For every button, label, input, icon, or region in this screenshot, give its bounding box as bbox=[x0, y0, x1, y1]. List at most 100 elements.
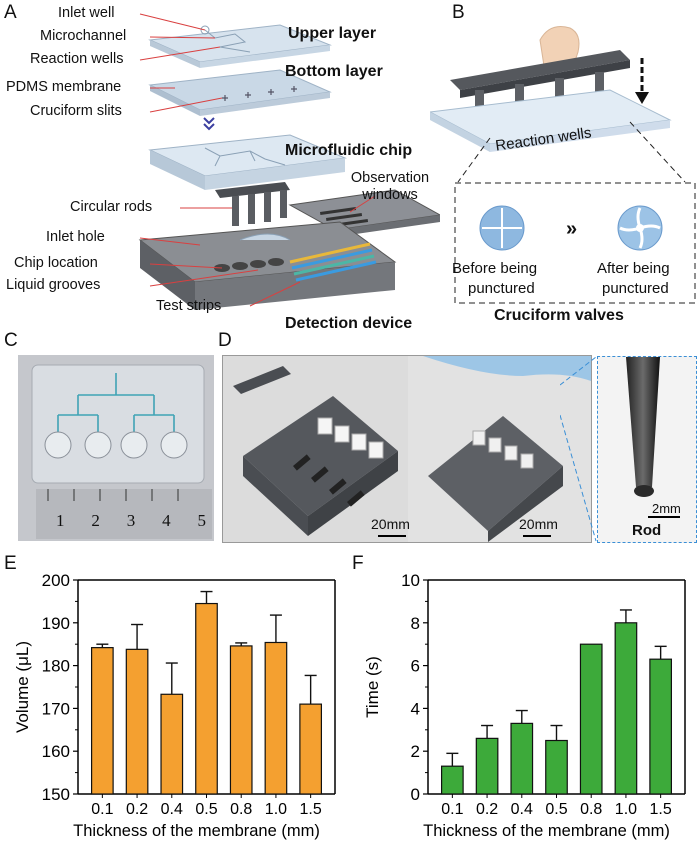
label-observation-windows: Observation windows bbox=[350, 170, 430, 203]
valve-after-icon bbox=[617, 205, 663, 251]
down-chevron-icon bbox=[203, 117, 215, 131]
x-axis-label: Thickness of the membrane (mm) bbox=[423, 822, 670, 840]
panel-d-label: D bbox=[218, 330, 232, 351]
bar bbox=[475, 737, 499, 795]
zoom-connector bbox=[560, 356, 597, 542]
bar bbox=[90, 647, 114, 795]
rod-photo-graphic bbox=[598, 357, 696, 542]
bar bbox=[649, 658, 673, 795]
x-tick-label: 0.4 bbox=[511, 801, 533, 818]
bar bbox=[545, 739, 568, 795]
bottom-layer-plate bbox=[148, 69, 332, 116]
ruler-number: 2 bbox=[91, 511, 100, 530]
label-pdms-membrane: PDMS membrane bbox=[6, 79, 122, 95]
y-tick-label: 4 bbox=[411, 699, 420, 718]
x-tick-label: 1.5 bbox=[650, 801, 672, 818]
label-after-1: After being bbox=[597, 260, 670, 277]
panel-a-label: A bbox=[4, 2, 17, 23]
bar bbox=[195, 602, 218, 795]
device-photo: 20mm 20mm bbox=[222, 355, 592, 543]
chip-photo-graphic bbox=[18, 355, 214, 541]
panel-b-illustration bbox=[430, 26, 696, 304]
rod-photo: 2mm Rod bbox=[597, 356, 697, 543]
bar bbox=[510, 722, 534, 795]
y-tick-label: 200 bbox=[42, 571, 70, 590]
panel-e-label: E bbox=[4, 553, 17, 574]
x-tick-label: 0.8 bbox=[230, 801, 252, 818]
y-tick-label: 150 bbox=[42, 785, 70, 804]
label-circular-rods: Circular rods bbox=[70, 199, 153, 215]
label-inlet-well: Inlet well bbox=[58, 5, 115, 21]
label-detection-device: Detection device bbox=[285, 315, 413, 332]
y-tick-label: 170 bbox=[42, 699, 70, 718]
microfluidic-chip-graphic bbox=[148, 134, 347, 190]
bar bbox=[229, 645, 253, 795]
x-tick-label: 0.4 bbox=[161, 801, 183, 818]
label-chip-location: Chip location bbox=[14, 255, 98, 271]
scale-label-1: 20mm bbox=[371, 516, 410, 532]
x-tick-label: 0.2 bbox=[126, 801, 148, 818]
panel-b-label: B bbox=[452, 2, 465, 23]
label-bottom-layer: Bottom layer bbox=[285, 63, 383, 80]
bar bbox=[264, 641, 288, 795]
y-tick-label: 10 bbox=[401, 571, 420, 590]
y-axis-label: Volume (μL) bbox=[13, 641, 32, 733]
observation-lid-graphic bbox=[288, 189, 440, 237]
y-tick-label: 8 bbox=[411, 614, 420, 633]
ruler-numbers: 1 2 3 4 5 bbox=[56, 511, 206, 531]
label-reaction-wells: Reaction wells bbox=[30, 51, 124, 67]
ruler-number: 3 bbox=[126, 511, 136, 530]
arrow-symbol: » bbox=[566, 218, 578, 240]
label-cruciform-valves: Cruciform valves bbox=[494, 307, 624, 324]
label-before-1: Before being bbox=[452, 260, 538, 277]
panel-a-illustration bbox=[138, 13, 440, 310]
label-after-2: punctured bbox=[602, 280, 669, 297]
hand-icon bbox=[539, 26, 580, 67]
chip-photo: 1 2 3 4 5 bbox=[18, 355, 214, 541]
panel-c-label: C bbox=[4, 330, 18, 351]
label-before-2: punctured bbox=[468, 280, 535, 297]
ruler-number: 5 bbox=[197, 511, 207, 530]
label-microchannel: Microchannel bbox=[40, 28, 127, 44]
scale-label-2: 20mm bbox=[519, 516, 558, 532]
valve-before-icon bbox=[479, 205, 525, 251]
x-tick-label: 0.5 bbox=[545, 801, 567, 818]
ruler-number: 4 bbox=[162, 511, 171, 530]
bar bbox=[579, 643, 603, 795]
ruler-number: 1 bbox=[56, 511, 65, 530]
label-cruciform-slits: Cruciform slits bbox=[30, 103, 122, 119]
annotation-leaders bbox=[139, 13, 376, 307]
x-tick-label: 0.5 bbox=[195, 801, 217, 818]
y-tick-label: 6 bbox=[411, 657, 420, 676]
device-photo-graphic bbox=[223, 356, 591, 542]
x-tick-label: 0.1 bbox=[441, 801, 463, 818]
chip-graphic bbox=[430, 89, 672, 152]
label-inlet-hole: Inlet hole bbox=[46, 229, 105, 245]
x-tick-label: 1.5 bbox=[300, 801, 322, 818]
label-upper-layer: Upper layer bbox=[288, 25, 377, 42]
y-tick-label: 190 bbox=[42, 614, 70, 633]
y-tick-label: 160 bbox=[42, 742, 70, 761]
panel-f-label: F bbox=[352, 553, 364, 574]
bar bbox=[160, 693, 184, 795]
bar bbox=[614, 622, 638, 795]
x-tick-label: 1.0 bbox=[615, 801, 637, 818]
bar bbox=[299, 703, 323, 795]
label-test-strips: Test strips bbox=[156, 298, 222, 314]
y-axis-label: Time (s) bbox=[363, 656, 382, 718]
y-tick-label: 2 bbox=[411, 742, 420, 761]
rod-label: Rod bbox=[632, 522, 662, 539]
x-tick-label: 0.8 bbox=[580, 801, 602, 818]
bar bbox=[125, 648, 149, 795]
scale-label-3: 2mm bbox=[652, 501, 681, 516]
y-tick-label: 180 bbox=[42, 657, 70, 676]
bar bbox=[440, 765, 464, 795]
x-axis-label: Thickness of the membrane (mm) bbox=[73, 822, 320, 840]
x-tick-label: 0.1 bbox=[91, 801, 113, 818]
down-arrow-icon bbox=[635, 58, 649, 104]
circular-rods-graphic bbox=[215, 182, 290, 226]
valve-callout-box bbox=[454, 182, 696, 304]
x-tick-label: 0.2 bbox=[476, 801, 498, 818]
